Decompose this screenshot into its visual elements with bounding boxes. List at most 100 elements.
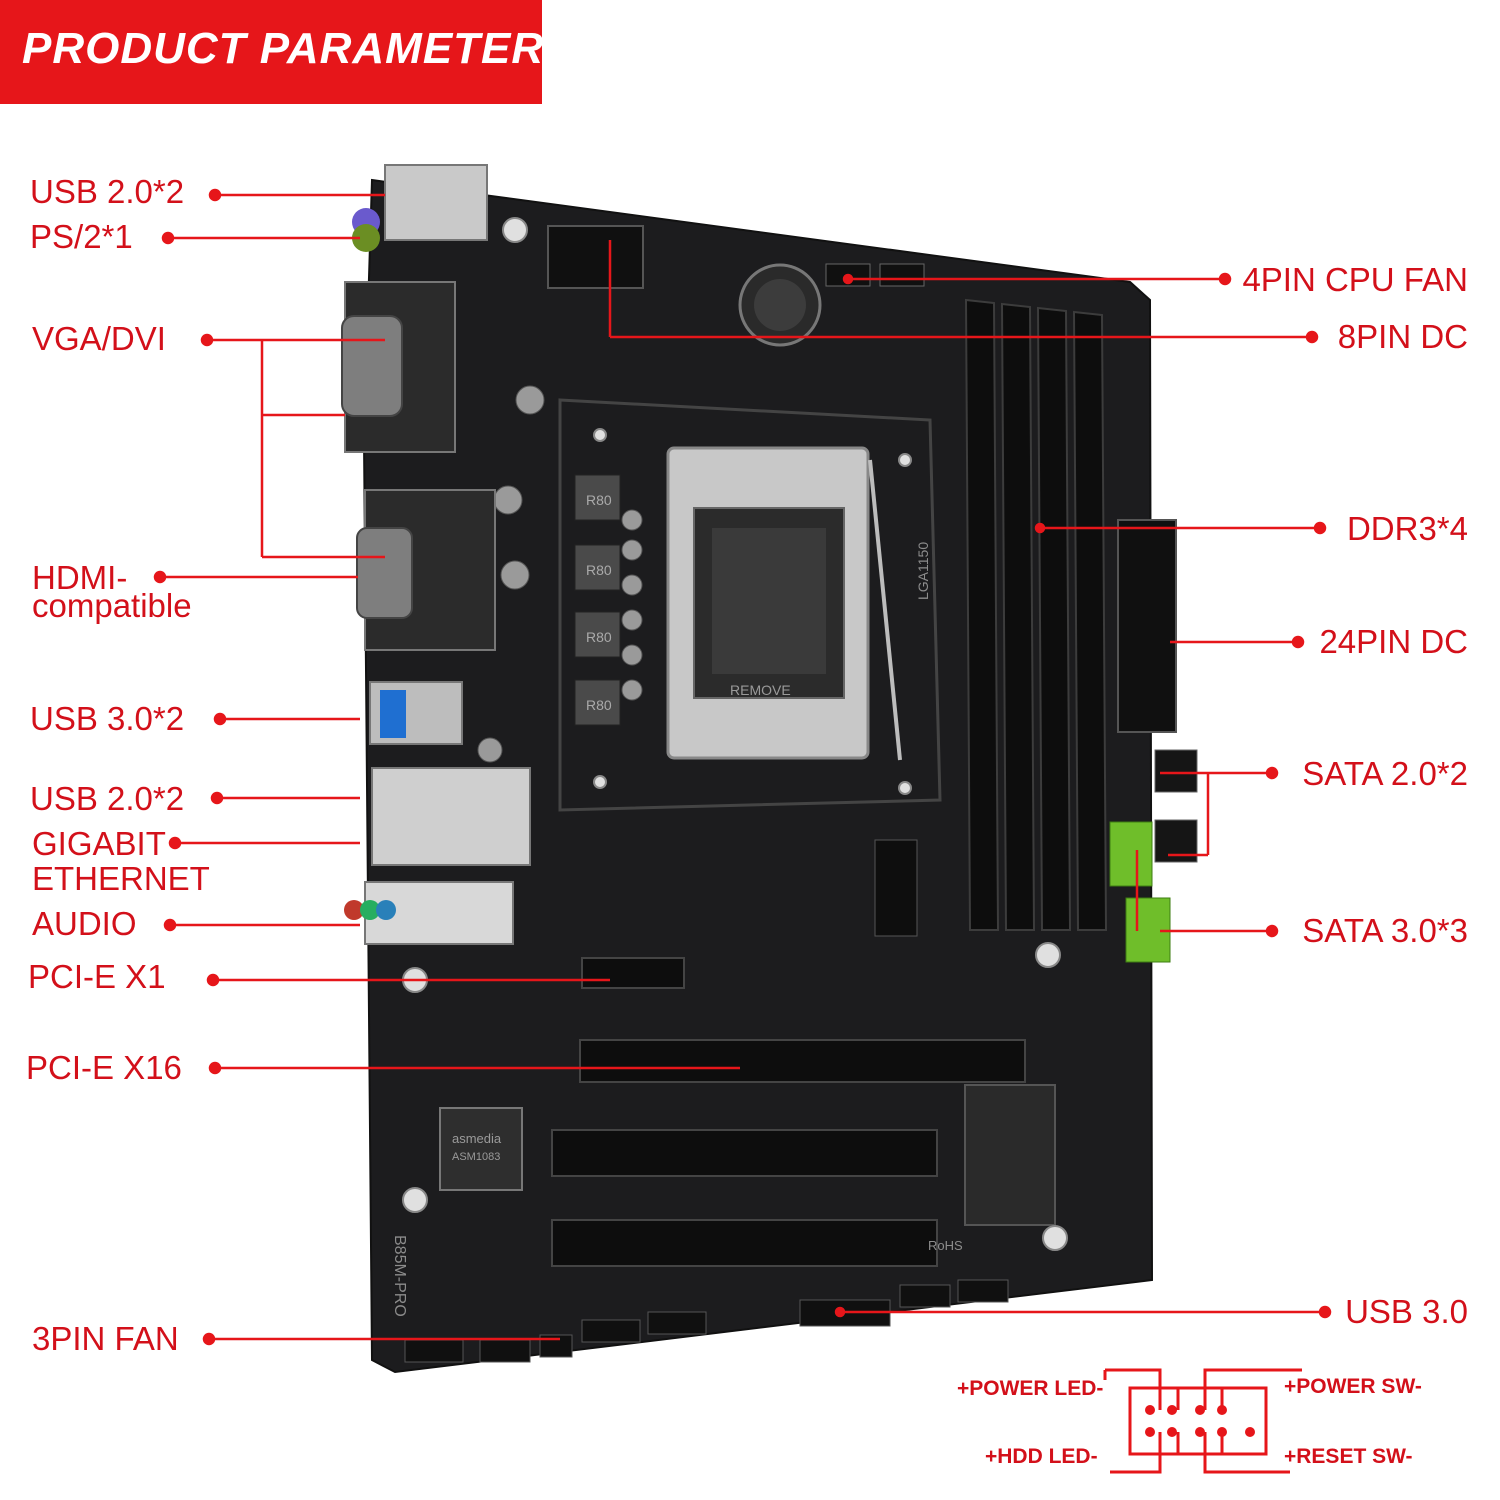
title-banner: PRODUCT PARAMETER <box>0 0 545 104</box>
mount-hole <box>898 781 912 795</box>
front-header <box>404 1339 464 1363</box>
m2-slot <box>874 839 918 937</box>
capacitor <box>515 385 545 415</box>
8pin-dc-connector <box>547 225 644 289</box>
pin-dot <box>1217 1427 1227 1437</box>
vga-connector <box>341 315 403 417</box>
audio-jack <box>376 900 396 920</box>
label-3pin-fan: 3PIN FAN <box>32 1320 179 1357</box>
label-gigabit-line2: ETHERNET <box>32 860 210 897</box>
inductor <box>574 474 621 521</box>
label-usb20-mid: USB 2.0*2 <box>30 780 185 817</box>
chip-model: ASM1083 <box>452 1151 500 1163</box>
cpu-area-outline <box>558 398 942 812</box>
sys-fan-header <box>879 263 925 287</box>
front-header <box>479 1339 531 1363</box>
model-print: B85M-PRO <box>391 1235 408 1317</box>
sata3-port <box>1109 821 1153 887</box>
pin-dot <box>1145 1427 1155 1437</box>
label-8pin-dc: 8PIN DC <box>1337 318 1468 355</box>
ps2-port <box>352 224 380 252</box>
cpu-socket-lever <box>868 459 902 761</box>
label-sata2: SATA 2.0*2 <box>1302 755 1468 792</box>
page-title: PRODUCT PARAMETER <box>22 24 545 73</box>
socket-mark: LGA1150 <box>915 542 931 600</box>
callouts-right <box>608 240 1332 1319</box>
ddr3-slot <box>964 298 1000 931</box>
label-ddr3: DDR3*4 <box>1346 510 1468 547</box>
mount-hole <box>402 1187 428 1213</box>
audio-jack <box>344 900 364 920</box>
label-pcie-x16: PCI-E X16 <box>26 1049 182 1086</box>
sata2-port <box>1154 749 1198 793</box>
pin-dot <box>1167 1427 1177 1437</box>
callouts-left <box>153 188 740 1346</box>
front-panel-outline <box>1128 1386 1268 1456</box>
label-hdmi-line2: compatible <box>32 587 192 624</box>
label-reset-sw: +RESET SW- <box>1284 1445 1413 1468</box>
front-panel-diagram <box>1103 1368 1302 1474</box>
pci-slot <box>551 1129 938 1177</box>
label-audio: AUDIO <box>32 905 137 942</box>
mount-hole <box>502 217 528 243</box>
capacitor <box>621 539 643 561</box>
ddr3-slot <box>1072 310 1108 931</box>
label-sata3: SATA 3.0*3 <box>1302 912 1468 949</box>
label-usb30: USB 3.0*2 <box>30 700 185 737</box>
usb30-tongue <box>380 690 406 738</box>
capacitor <box>621 644 643 666</box>
fan3pin-header <box>539 1334 573 1358</box>
capacitor <box>500 560 530 590</box>
label-usb20-top: USB 2.0*2 <box>30 173 185 210</box>
mount-hole <box>593 775 607 789</box>
lan-usb20-stack <box>371 767 531 866</box>
asmedia-chip <box>439 1107 523 1191</box>
pin-dot <box>1167 1405 1177 1415</box>
front-header <box>957 1279 1009 1303</box>
inductor <box>574 611 621 658</box>
front-panel-pins <box>1145 1405 1255 1437</box>
audio-jack <box>360 900 380 920</box>
pin-dot <box>1145 1405 1155 1415</box>
front-header <box>647 1311 707 1335</box>
cmos-battery-inner <box>754 279 806 331</box>
capacitor <box>621 609 643 631</box>
ddr3-slot <box>1036 306 1072 931</box>
pin-dot <box>1245 1427 1255 1437</box>
mount-hole <box>898 453 912 467</box>
24pin-dc-connector <box>1117 519 1177 733</box>
hdmi-connector <box>356 527 413 619</box>
ddr3-slot <box>1000 302 1036 931</box>
pin-dot <box>1195 1427 1205 1437</box>
label-4pin-cpu-fan: 4PIN CPU FAN <box>1242 261 1468 298</box>
front-header <box>899 1284 951 1308</box>
inductor <box>574 544 621 591</box>
capacitor <box>477 737 503 763</box>
label-pcie-x1: PCI-E X1 <box>28 958 166 995</box>
vrm-capacitors <box>477 385 643 763</box>
front-header <box>581 1319 641 1343</box>
inductor-label: R80 <box>586 697 612 713</box>
inductor-label: R80 <box>586 562 612 578</box>
label-usb30-header: USB 3.0 <box>1345 1293 1468 1330</box>
label-hdd-led: +HDD LED- <box>985 1445 1098 1468</box>
mount-holes <box>402 217 1068 1251</box>
rohs-mark: RoHS <box>928 1238 963 1253</box>
label-ps2: PS/2*1 <box>30 218 133 255</box>
label-gigabit-line1: GIGABIT <box>32 825 166 862</box>
inductor-label: R80 <box>586 629 612 645</box>
label-hdmi-line1: HDMI- <box>32 559 128 596</box>
pin-dot <box>1217 1405 1227 1415</box>
capacitor <box>621 679 643 701</box>
label-vga-dvi: VGA/DVI <box>32 320 166 357</box>
usb20-ps2-stack <box>384 164 488 241</box>
label-power-led: +POWER LED- <box>957 1377 1104 1400</box>
pci-slot <box>551 1219 938 1267</box>
remove-mark: REMOVE <box>730 682 791 698</box>
mount-hole <box>593 428 607 442</box>
chip-brand: asmedia <box>452 1131 502 1146</box>
pcie-x1-slot <box>581 957 685 989</box>
inductor <box>574 679 621 726</box>
pin-dot <box>1195 1405 1205 1415</box>
